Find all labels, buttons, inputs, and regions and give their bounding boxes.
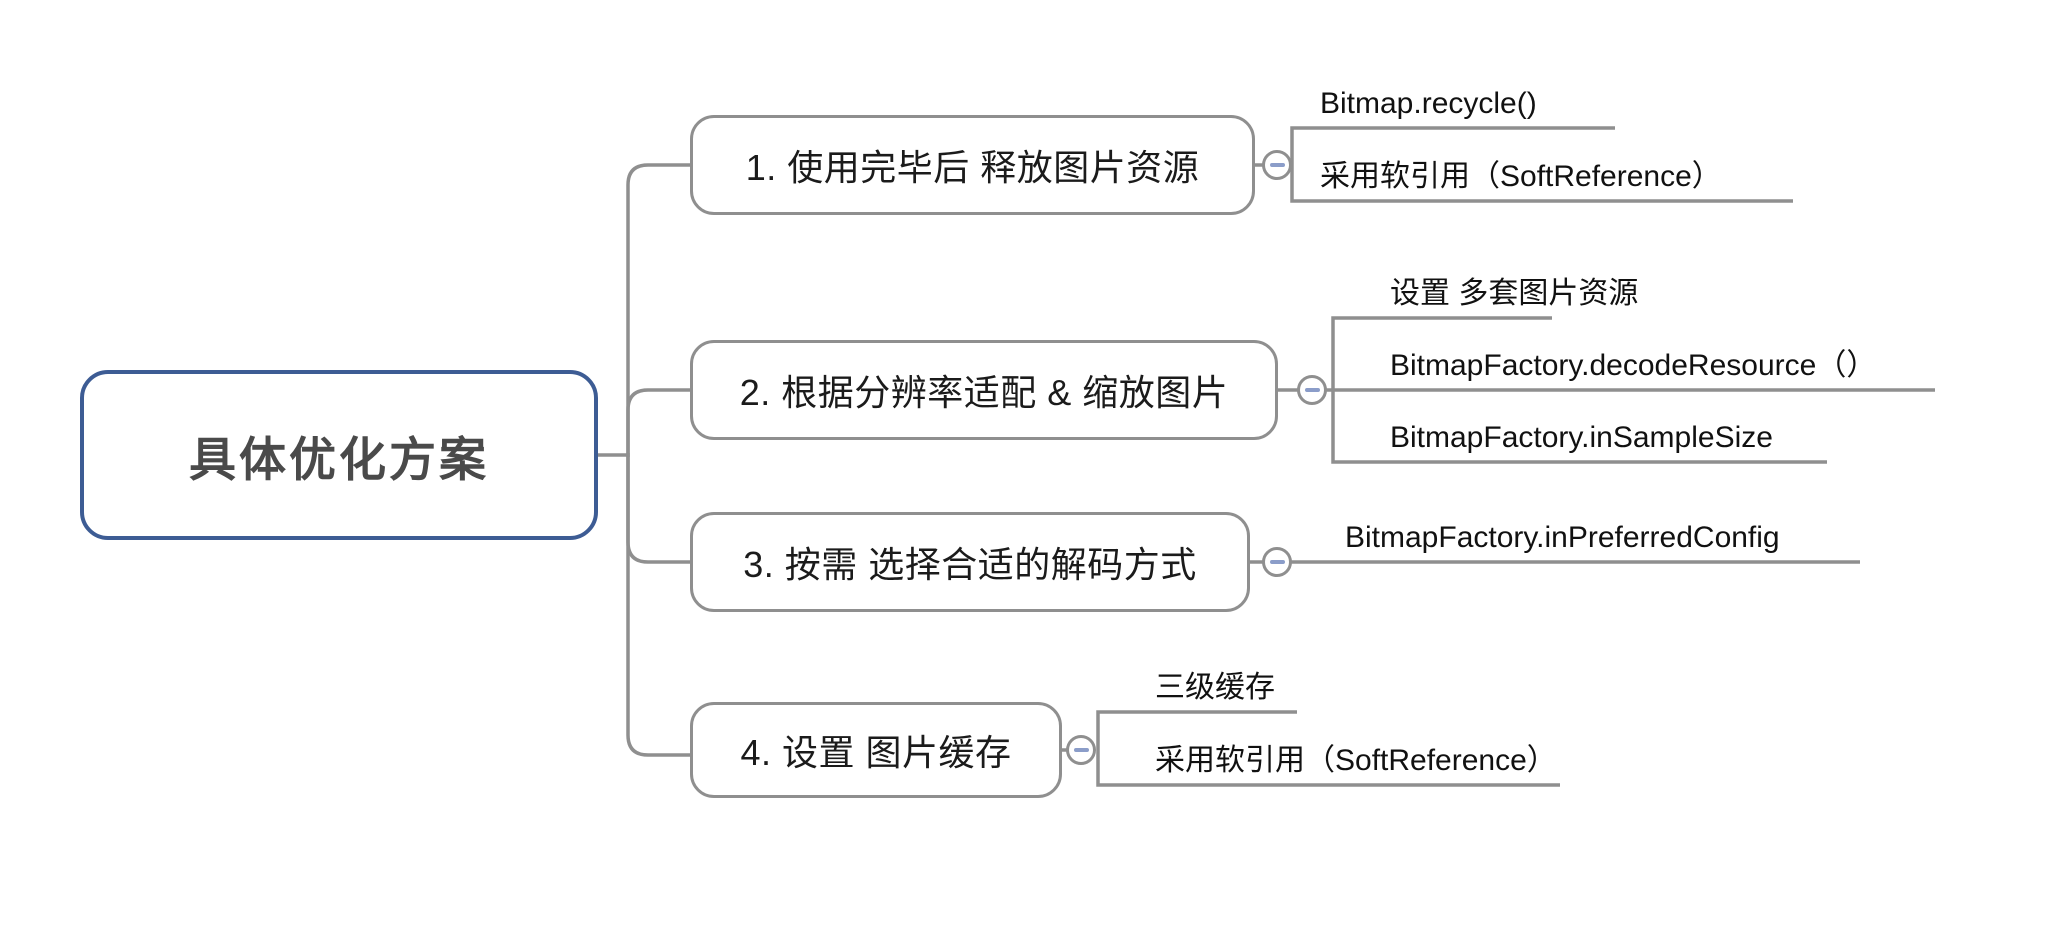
branch-topic-3-label: 3. 按需 选择合适的解码方式 (743, 544, 1197, 585)
subtopic-decoderesource[interactable]: BitmapFactory.decodeResource（） (1390, 349, 1877, 382)
branch-topic-4[interactable]: 4. 设置 图片缓存 (690, 702, 1062, 798)
root-topic-label: 具体优化方案 (189, 432, 489, 486)
connector-root-to-branch-4 (626, 453, 690, 757)
minus-icon (1269, 559, 1285, 565)
collapse-button-branch-4[interactable] (1066, 735, 1096, 765)
root-topic[interactable]: 具体优化方案 (80, 370, 598, 540)
minus-icon (1304, 387, 1320, 393)
connector-root-to-branch-2 (626, 388, 690, 455)
subtopic-bitmap-recycle[interactable]: Bitmap.recycle() (1320, 87, 1537, 120)
branch-topic-3[interactable]: 3. 按需 选择合适的解码方式 (690, 512, 1250, 612)
branch-topic-1-label: 1. 使用完毕后 释放图片资源 (745, 147, 1200, 188)
minus-icon (1269, 162, 1285, 168)
connector-root-to-branch-3 (626, 455, 690, 564)
branch-4-children-bracket (1096, 710, 1560, 787)
subtopic-three-level-cache[interactable]: 三级缓存 (1155, 671, 1275, 704)
branch-topic-2[interactable]: 2. 根据分辨率适配 & 缩放图片 (690, 340, 1278, 440)
branch-1-children-bracket (1290, 126, 1793, 203)
branch-topic-2-label: 2. 根据分辨率适配 & 缩放图片 (739, 372, 1229, 413)
connector-root-to-branch-1 (626, 163, 690, 457)
collapse-button-branch-3[interactable] (1262, 547, 1292, 577)
subtopic-insamplesize[interactable]: BitmapFactory.inSampleSize (1390, 421, 1773, 454)
subtopic-softreference-1[interactable]: 采用软引用（SoftReference） (1320, 160, 1722, 193)
branch-topic-1[interactable]: 1. 使用完毕后 释放图片资源 (690, 115, 1255, 215)
subtopic-softreference-2[interactable]: 采用软引用（SoftReference） (1155, 744, 1557, 777)
collapse-button-branch-1[interactable] (1262, 150, 1292, 180)
branch-topic-4-label: 4. 设置 图片缓存 (740, 732, 1012, 773)
subtopic-multiple-image-resources[interactable]: 设置 多套图片资源 (1390, 277, 1639, 310)
minus-icon (1073, 747, 1089, 753)
collapse-button-branch-2[interactable] (1297, 375, 1327, 405)
subtopic-inpreferredconfig[interactable]: BitmapFactory.inPreferredConfig (1345, 521, 1780, 554)
